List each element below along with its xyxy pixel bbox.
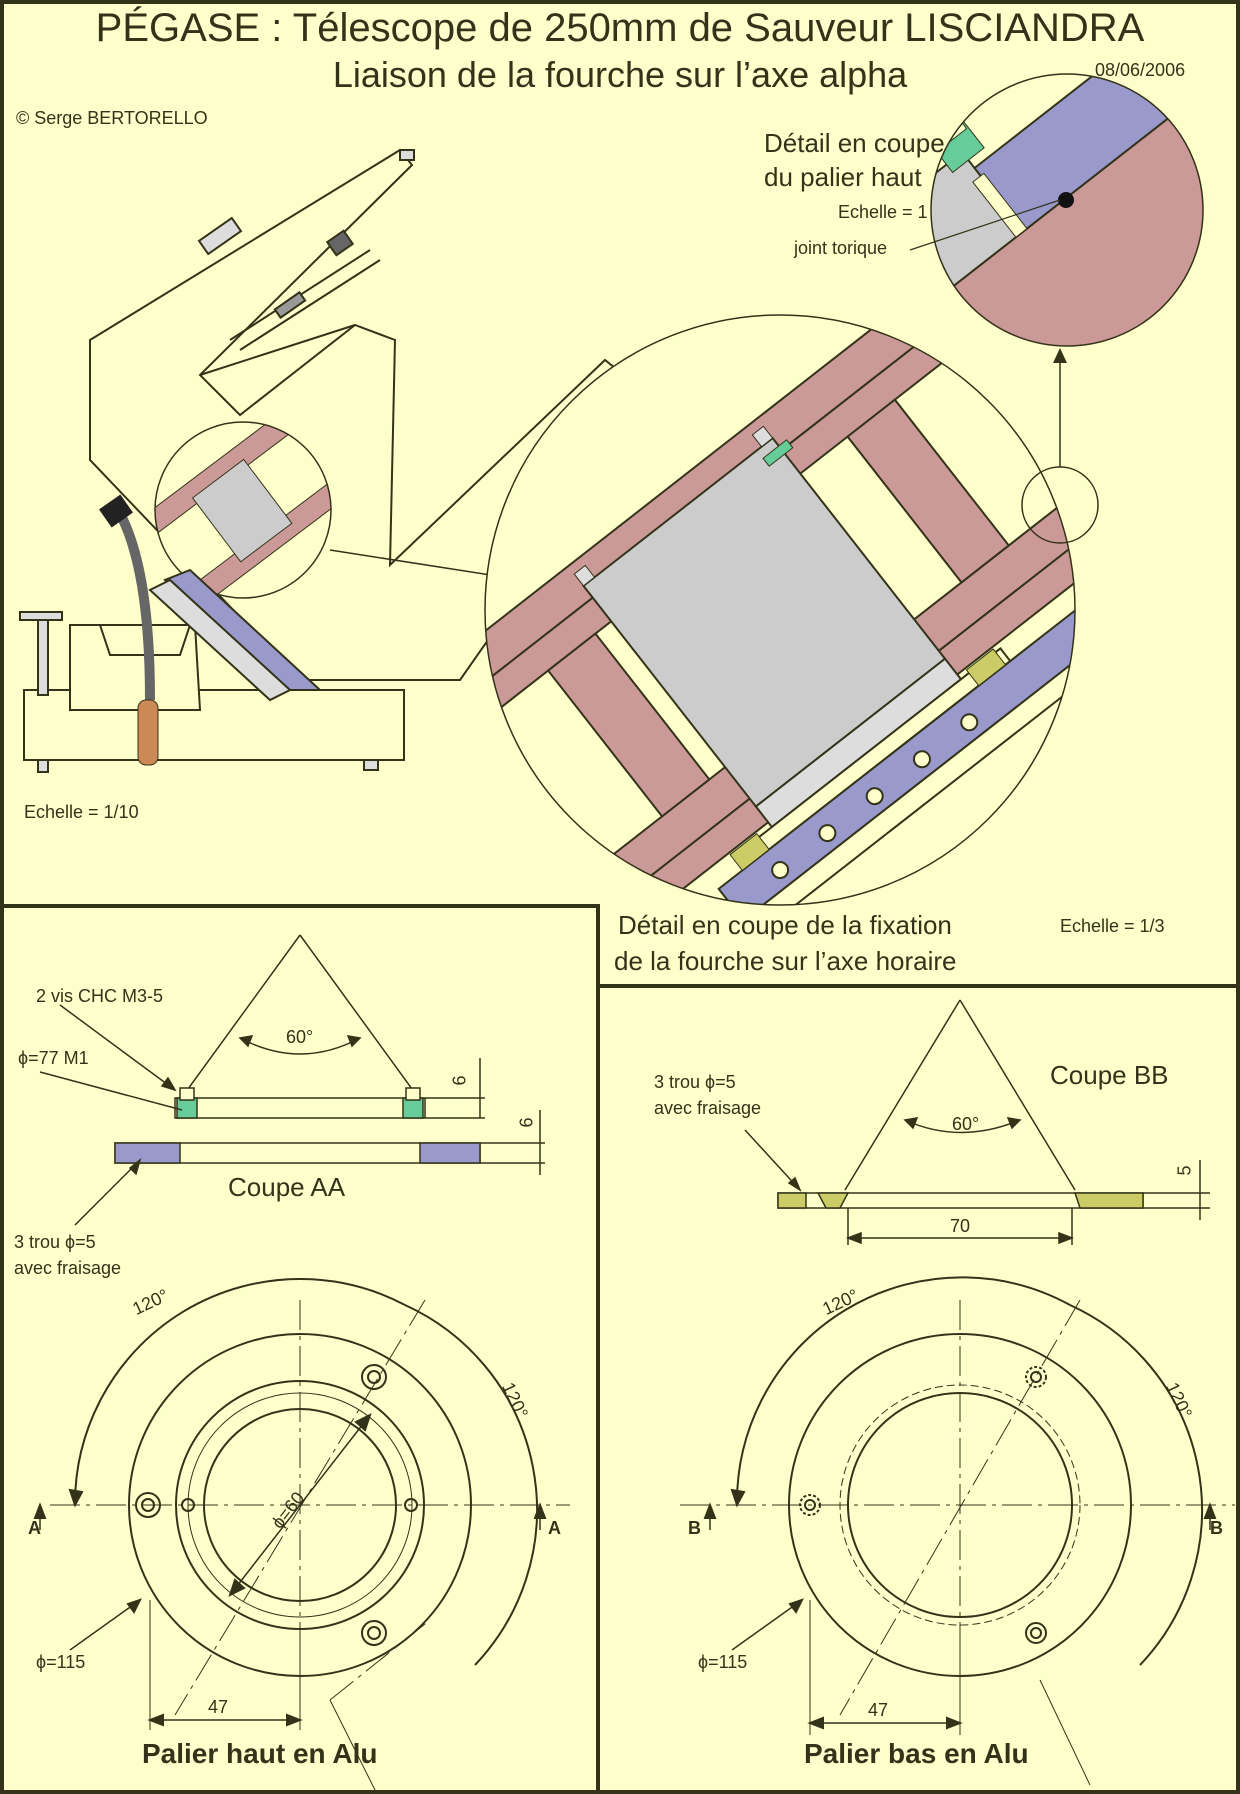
lower-holes-line2: avec fraisage — [654, 1098, 762, 1118]
handle-grip — [137, 699, 159, 766]
upper-dim-6b: 6 — [516, 1117, 537, 1128]
oring-label: joint torique — [794, 238, 888, 258]
overview-detail-area — [155, 422, 331, 598]
oring-leader — [909, 199, 1061, 251]
lower-sec-left: B — [688, 1518, 701, 1538]
upper-sec-right: A — [548, 1518, 561, 1538]
detail-top-title-2: du palier haut — [764, 162, 922, 192]
detail-main-title-1: Détail en coupe de la fixation — [618, 910, 952, 940]
lower-diam-outer: ϕ=115 — [698, 1652, 748, 1672]
small-detail-circle — [930, 73, 1204, 347]
big-detail-drawing — [485, 315, 1075, 905]
overview-scale-label: Echelle = 1/10 — [24, 802, 139, 822]
lower-plan-view — [680, 1276, 1235, 1786]
panel-divider — [0, 904, 600, 908]
detail-main-scale: Echelle = 1/3 — [1060, 916, 1165, 936]
thread-label: ϕ=77 M1 — [18, 1048, 89, 1068]
lower-section-bb — [744, 999, 1210, 1245]
lower-dim-47: 47 — [868, 1700, 889, 1720]
detail-main-title-2: de la fourche sur l’axe horaire — [614, 946, 957, 976]
screws-label: 2 vis CHC M3-5 — [36, 986, 164, 1006]
page-subtitle: Liaison de la fourche sur l’axe alpha — [332, 54, 908, 95]
small-detail-drawing — [931, 74, 1203, 346]
section-bb-label: Coupe BB — [1050, 1060, 1169, 1090]
upper-section-aa — [39, 934, 545, 1226]
big-detail-circle — [484, 314, 1076, 906]
lower-sec-right: B — [1210, 1518, 1223, 1538]
detail-top-scale: Echelle = 1 — [838, 202, 928, 222]
handle-rod — [110, 502, 155, 701]
upper-dim-6a: 6 — [449, 1075, 470, 1086]
lower-dim-70: 70 — [950, 1216, 971, 1236]
upper-holes-line2: avec fraisage — [14, 1258, 122, 1278]
upper-sec-left: A — [28, 1518, 41, 1538]
upper-diam-outer: ϕ=115 — [36, 1652, 86, 1672]
lower-caption: Palier bas en Alu — [804, 1738, 1029, 1769]
upper-plan-view — [33, 1277, 570, 1794]
lower-dim-5: 5 — [1174, 1165, 1195, 1176]
lower-holes-line1: 3 trou ϕ=5 — [654, 1072, 736, 1092]
upper-caption: Palier haut en Alu — [142, 1738, 378, 1769]
date-label: 08/06/2006 — [1095, 60, 1186, 80]
lower-angle-label: 60° — [952, 1114, 980, 1134]
upper-dim-47: 47 — [208, 1697, 229, 1717]
upper-holes-line1: 3 trou ϕ=5 — [14, 1232, 96, 1252]
detail-top-title-1: Détail en coupe — [764, 128, 945, 158]
lower-bearing-panel — [596, 984, 1240, 1794]
page-title: PÉGASE : Télescope de 250mm de Sauveur L… — [95, 6, 1145, 50]
upper-angle-label: 60° — [286, 1027, 314, 1047]
section-aa-label: Coupe AA — [228, 1172, 346, 1202]
copyright-label: © Serge BERTORELLO — [16, 108, 208, 128]
